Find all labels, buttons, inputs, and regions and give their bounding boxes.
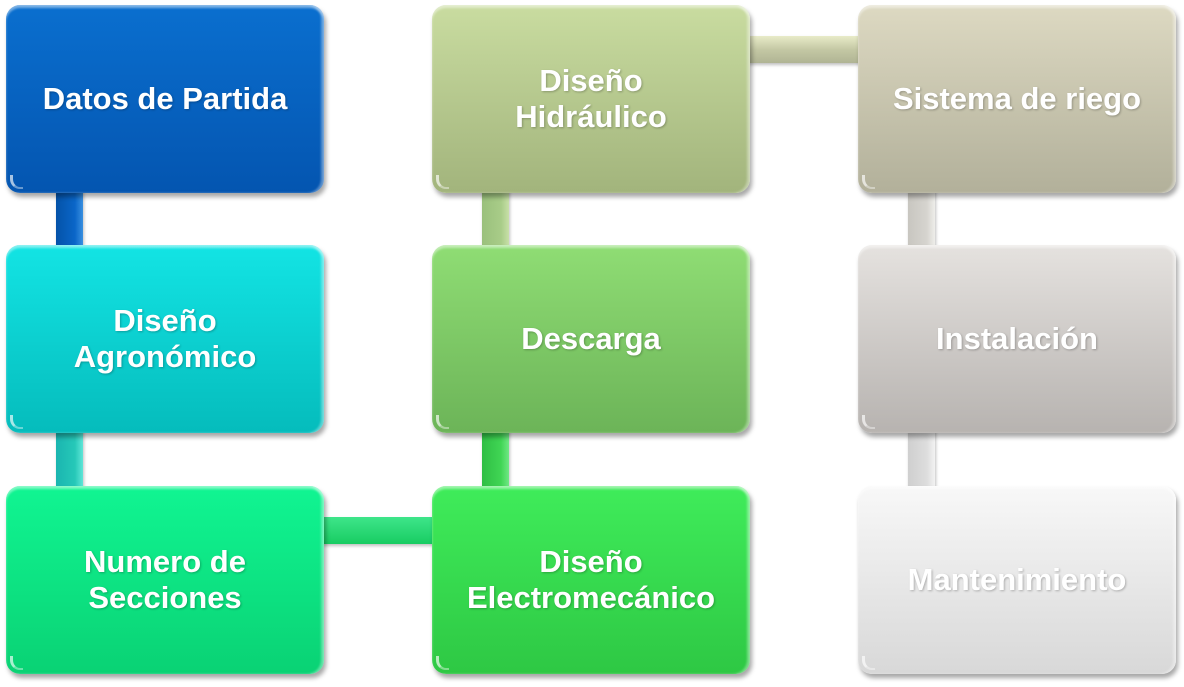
- node-label: Diseño Electromecánico: [466, 544, 716, 615]
- node-datos-de-partida: Datos de Partida: [6, 5, 324, 193]
- node-label: Sistema de riego: [892, 81, 1142, 116]
- connector-datos-agro: [56, 185, 83, 253]
- connector-electro-desc: [482, 425, 509, 493]
- connector-desc-hidra: [482, 185, 509, 253]
- node-label: Numero de Secciones: [84, 544, 246, 615]
- node-descarga: Descarga: [432, 245, 750, 433]
- connector-num-electro: [322, 517, 436, 544]
- node-instalacion: Instalación: [858, 245, 1176, 433]
- connector-agro-num: [56, 425, 83, 493]
- node-mantenimiento: Mantenimiento: [858, 486, 1176, 674]
- node-diseno-agronomico: Diseño Agronómico: [6, 245, 324, 433]
- node-sistema-de-riego: Sistema de riego: [858, 5, 1176, 193]
- node-label: Diseño Hidráulico: [515, 63, 667, 134]
- connector-inst-mant: [908, 425, 935, 493]
- connector-sist-inst: [908, 185, 935, 253]
- connector-hidra-sist: [748, 36, 862, 63]
- node-label: Instalación: [936, 321, 1098, 356]
- node-diseno-electromecanico: Diseño Electromecánico: [432, 486, 750, 674]
- node-diseno-hidraulico: Diseño Hidráulico: [432, 5, 750, 193]
- node-label: Descarga: [521, 321, 661, 356]
- node-label: Mantenimiento: [907, 562, 1127, 597]
- node-label: Datos de Partida: [42, 81, 288, 116]
- node-label: Diseño Agronómico: [73, 303, 257, 374]
- node-numero-de-secciones: Numero de Secciones: [6, 486, 324, 674]
